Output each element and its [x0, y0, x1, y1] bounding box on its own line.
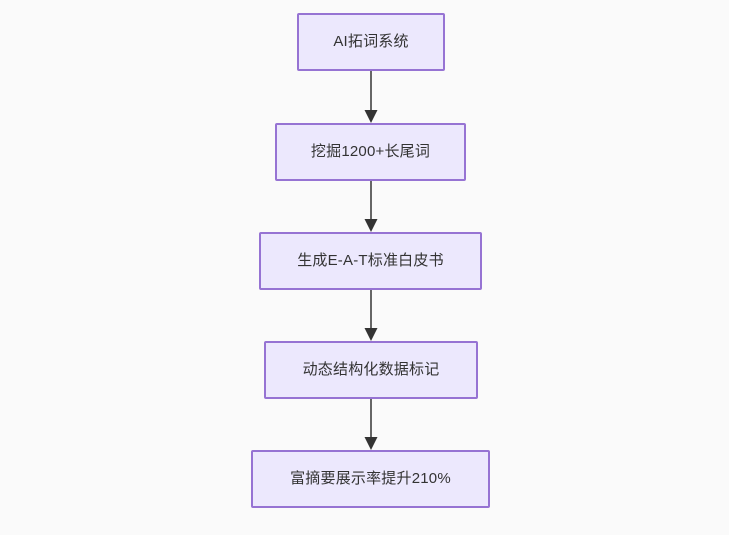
arrowhead-icon [364, 110, 378, 123]
edge-n4-n5 [364, 399, 378, 450]
arrowhead-icon [364, 328, 378, 341]
flow-node-generate-eat-whitepaper[interactable]: 生成E-A-T标准白皮书 [259, 232, 482, 290]
flow-node-dynamic-structured-data-markup[interactable]: 动态结构化数据标记 [264, 341, 478, 399]
edge-n1-n2 [364, 71, 378, 123]
flow-node-mine-longtail-keywords[interactable]: 挖掘1200+长尾词 [275, 123, 466, 181]
arrowhead-icon [364, 437, 378, 450]
edge-n2-n3 [364, 181, 378, 232]
flow-node-rich-snippet-rate-increase[interactable]: 富摘要展示率提升210% [251, 450, 490, 508]
flow-node-ai-keyword-system[interactable]: AI拓词系统 [297, 13, 445, 71]
edge-n3-n4 [364, 290, 378, 341]
arrowhead-icon [364, 219, 378, 232]
